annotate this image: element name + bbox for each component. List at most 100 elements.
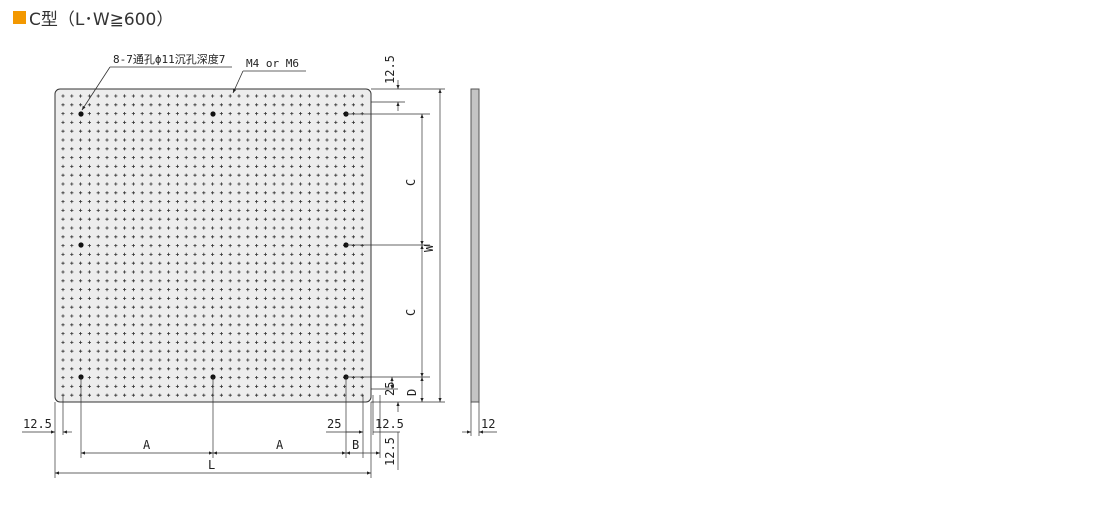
tap-hole-mark [175,288,179,292]
tap-hole-mark [131,384,135,388]
tap-hole-mark [167,191,171,195]
tap-hole-mark [131,191,135,195]
tap-hole-mark [228,393,232,397]
tap-hole-mark [343,191,347,195]
tap-hole-mark [114,296,118,300]
tap-hole-mark [114,384,118,388]
tap-hole-mark [281,393,285,397]
tap-hole-mark [246,112,250,116]
tap-hole-mark [123,217,127,221]
tap-hole-mark [360,173,364,177]
tap-hole-mark [79,332,83,336]
tap-hole-mark [211,367,215,371]
tap-hole-mark [123,156,127,160]
tap-hole-mark [131,103,135,107]
heading-text: C型（L･W≧600） [29,9,174,30]
tap-hole-mark [149,208,153,212]
tap-hole-mark [202,270,206,274]
tap-hole-mark [96,279,100,283]
tap-hole-mark [131,217,135,221]
tap-hole-mark [255,279,259,283]
tap-hole-mark [351,288,355,292]
tap-hole-mark [114,367,118,371]
tap-hole-mark [211,182,215,186]
tap-hole-mark [167,129,171,133]
tap-hole-mark [96,244,100,248]
tap-hole-mark [272,173,276,177]
tap-hole-mark [70,94,74,98]
tap-hole-mark [167,323,171,327]
tap-hole-mark [131,120,135,124]
tap-hole-mark [96,173,100,177]
tap-hole-mark [193,156,197,160]
tap-hole-mark [343,156,347,160]
tap-hole-mark [140,217,144,221]
tap-hole-mark [272,314,276,318]
tap-hole-mark [96,393,100,397]
tap-hole-mark [158,120,162,124]
tap-hole-mark [158,261,162,265]
dim-a-right: A [276,438,284,452]
tap-hole-mark [272,288,276,292]
tap-hole-mark [140,288,144,292]
tap-hole-mark [351,367,355,371]
tap-hole-mark [290,226,294,230]
tap-hole-mark [123,94,127,98]
tap-hole-mark [158,384,162,388]
tap-hole-mark [360,376,364,380]
tap-hole-mark [263,332,267,336]
tap-hole-mark [255,226,259,230]
tap-hole-mark [255,252,259,256]
tap-hole-mark [219,314,223,318]
tap-hole-mark [149,173,153,177]
tap-hole-mark [70,200,74,204]
tap-hole-mark [219,173,223,177]
tap-hole-mark [281,323,285,327]
tap-hole-mark [343,217,347,221]
tap-hole-mark [105,384,109,388]
tap-hole-mark [219,288,223,292]
tap-hole-mark [87,323,91,327]
tap-hole-mark [219,279,223,283]
tap-hole-mark [360,217,364,221]
through-hole-callout: 8-7通孔ϕ11沉孔深度7 [113,52,225,66]
tap-hole-mark [343,200,347,204]
tap-hole-mark [175,296,179,300]
tap-hole-mark [96,191,100,195]
tap-hole-mark [299,235,303,239]
tap-hole-mark [281,200,285,204]
tap-hole-mark [184,103,188,107]
tap-hole-mark [219,252,223,256]
tap-hole-mark [351,358,355,362]
tap-hole-mark [246,120,250,124]
tap-hole-mark [299,261,303,265]
tap-hole-mark [351,156,355,160]
tap-hole-mark [211,340,215,344]
tap-hole-mark [219,138,223,142]
tap-hole-mark [184,288,188,292]
tap-hole-mark [193,332,197,336]
tap-hole-mark [290,393,294,397]
tap-hole-mark [61,182,65,186]
tap-hole-mark [149,393,153,397]
tap-hole-mark [325,200,329,204]
extension-lines [54,88,480,478]
tap-hole-mark [290,129,294,133]
tap-hole-mark [299,103,303,107]
tap-hole-mark [255,156,259,160]
tap-hole-mark [351,384,355,388]
tap-hole-mark [211,358,215,362]
tap-hole-mark [246,147,250,151]
tap-hole-mark [70,279,74,283]
tap-hole-mark [131,252,135,256]
tap-hole-mark [149,156,153,160]
tap-hole-mark [202,314,206,318]
tap-hole-mark [299,288,303,292]
tap-hole-mark [87,173,91,177]
tap-hole-mark [96,332,100,336]
tap-hole-mark [175,182,179,186]
tap-hole-mark [255,305,259,309]
tap-hole-mark [114,138,118,142]
tap-hole-mark [325,120,329,124]
tap-hole-mark [202,129,206,133]
